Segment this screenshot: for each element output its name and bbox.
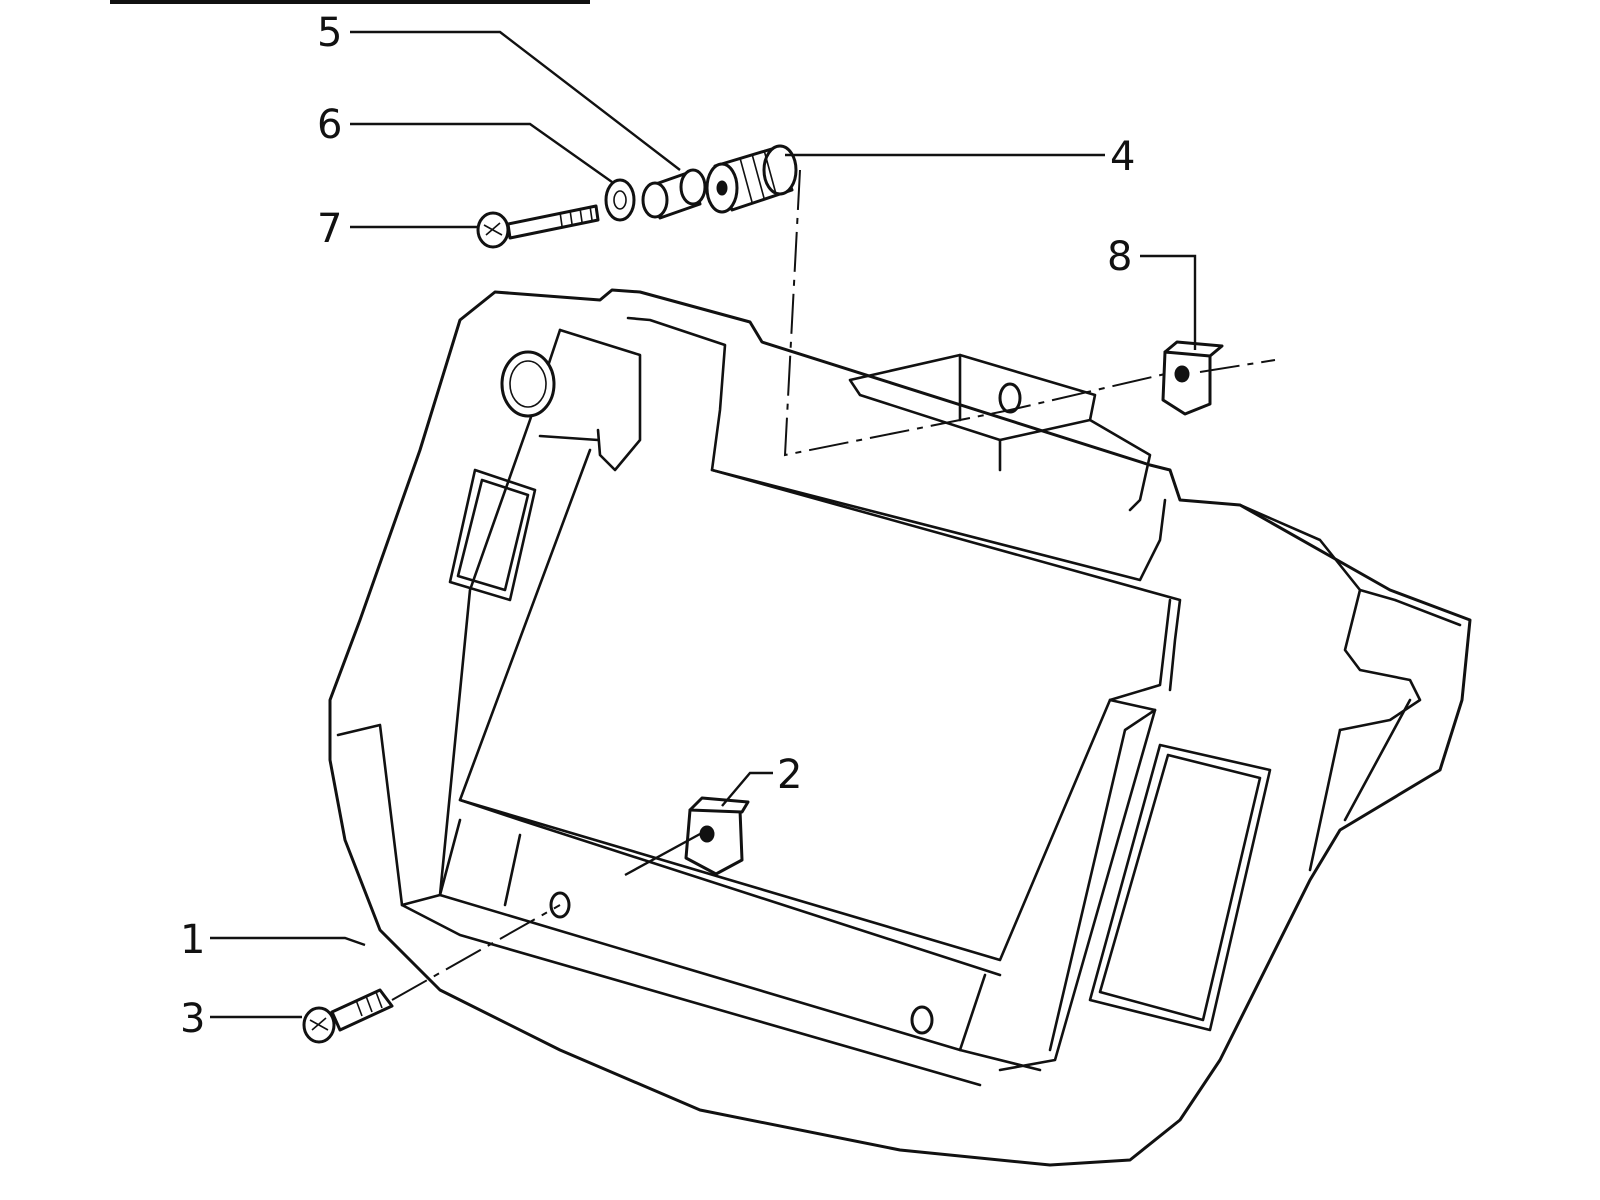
callout-5: 5 (317, 10, 342, 56)
callout-6: 6 (317, 102, 342, 148)
part-7-screw (476, 204, 600, 249)
callout-4: 4 (1110, 134, 1135, 180)
callout-7: 7 (317, 206, 342, 252)
part-1-tray (328, 288, 1472, 1167)
axis-line-part2-8 (1199, 359, 1276, 373)
callout-1: 1 (180, 917, 205, 963)
callout-8: 8 (1107, 234, 1132, 280)
leader-2-axis (624, 832, 701, 877)
leader-1 (210, 936, 366, 947)
callout-3: 3 (180, 996, 205, 1042)
leader-5 (350, 30, 681, 171)
part-6-washer (604, 178, 636, 222)
leader-2 (721, 771, 773, 807)
part-5-spacer (641, 168, 707, 220)
axis-line-part4 (783, 169, 1166, 457)
part-3-screw (302, 988, 394, 1044)
part-2-clip-nut (684, 796, 750, 876)
axis-line-part3 (391, 904, 561, 1001)
part-4-grommet (705, 144, 798, 214)
callout-2: 2 (777, 752, 802, 798)
leader-6 (350, 122, 613, 183)
part-8-clip-nut (1161, 340, 1224, 416)
leader-8 (1140, 254, 1197, 350)
